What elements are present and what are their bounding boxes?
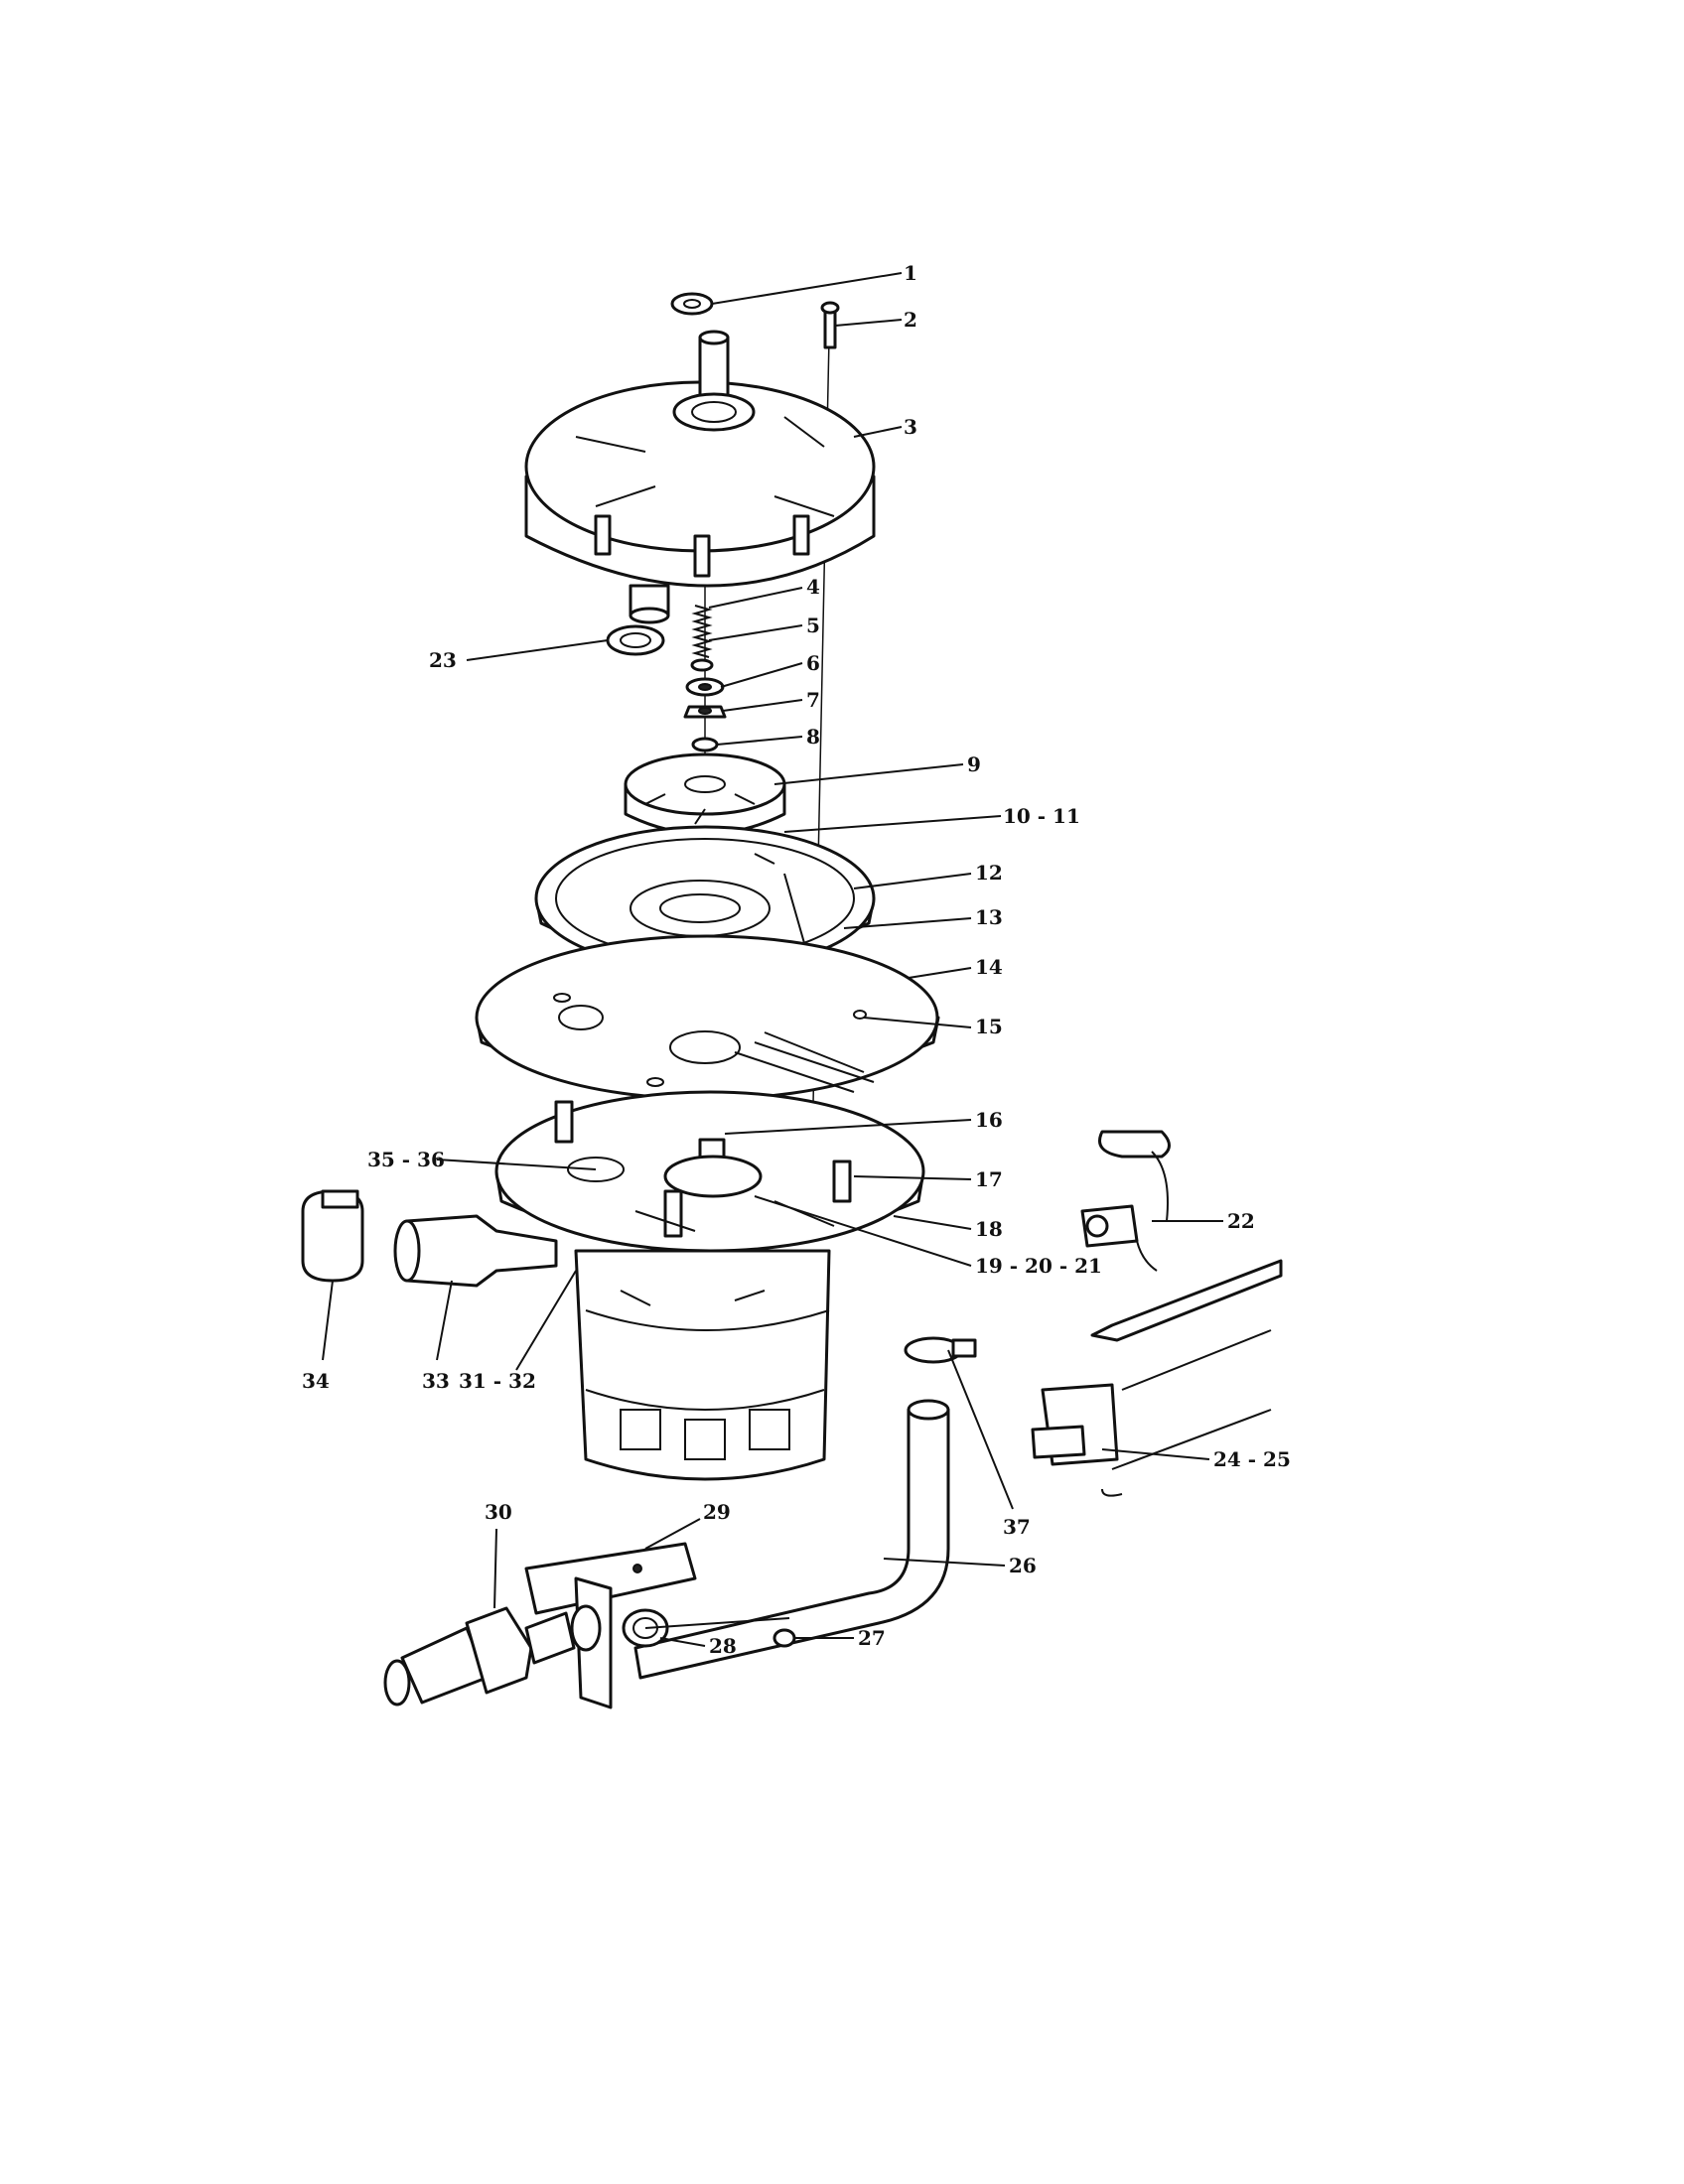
part-33-drain-tube (393, 1214, 558, 1288)
callout-9: 9 (967, 752, 981, 776)
part-1-washer (670, 292, 714, 316)
part-4-5-spring (690, 605, 714, 672)
part-7-nut (683, 705, 727, 719)
part-3-upper-housing (524, 330, 876, 624)
callout-1: 1 (904, 261, 917, 285)
part-17-18-pump-housing (494, 1090, 925, 1253)
callout-16: 16 (975, 1108, 1003, 1132)
part-9-impeller (624, 752, 786, 836)
part-37-hose-clamp (904, 1336, 977, 1364)
callout-29: 29 (703, 1500, 731, 1524)
callout-33: 33 (422, 1369, 450, 1393)
part-2-screw (820, 301, 840, 349)
part-24-25-switch-bracket (1031, 1259, 1283, 1497)
callout-6: 6 (806, 651, 820, 675)
callout-labels: 1 2 3 4 5 6 7 8 9 10 - 11 12 13 14 15 16… (302, 261, 1291, 1658)
callout-35-36: 35 - 36 (367, 1148, 445, 1171)
callout-37: 37 (1003, 1515, 1031, 1539)
part-23-ring-seal (606, 624, 665, 656)
callout-24-25: 24 - 25 (1213, 1447, 1291, 1471)
callout-4: 4 (806, 575, 820, 599)
part-22-sensor (1080, 1130, 1171, 1272)
callout-26: 26 (1009, 1554, 1037, 1577)
callout-28: 28 (709, 1634, 737, 1658)
callout-12: 12 (975, 861, 1003, 885)
callout-30: 30 (485, 1500, 512, 1524)
callout-8: 8 (806, 725, 820, 749)
callout-7: 7 (806, 688, 820, 712)
part-27-screw (772, 1628, 796, 1648)
callout-5: 5 (806, 614, 820, 637)
callout-23: 23 (429, 648, 457, 672)
callout-34: 34 (302, 1369, 330, 1393)
callout-2: 2 (904, 308, 917, 332)
callout-31-32: 31 - 32 (459, 1369, 536, 1393)
part-30-fitting (383, 1604, 602, 1706)
part-8-small-washer (691, 737, 719, 752)
callout-22: 22 (1227, 1209, 1255, 1233)
callout-18: 18 (975, 1217, 1003, 1241)
callout-15: 15 (975, 1015, 1003, 1038)
callout-3: 3 (904, 415, 917, 439)
part-6-washer (685, 677, 725, 697)
callout-10-11: 10 - 11 (1003, 804, 1080, 828)
callout-17: 17 (975, 1167, 1003, 1191)
callout-14: 14 (975, 955, 1003, 979)
part-26-hose (633, 1399, 950, 1680)
leader-lines (322, 272, 1223, 1647)
callout-19-20-21: 19 - 20 - 21 (975, 1254, 1102, 1278)
part-34-clamp (301, 1189, 364, 1283)
callout-27: 27 (858, 1626, 886, 1650)
part-14-15-gasket-plate (475, 934, 940, 1119)
callout-13: 13 (975, 905, 1003, 929)
part-31-32-motor (574, 1249, 831, 1481)
